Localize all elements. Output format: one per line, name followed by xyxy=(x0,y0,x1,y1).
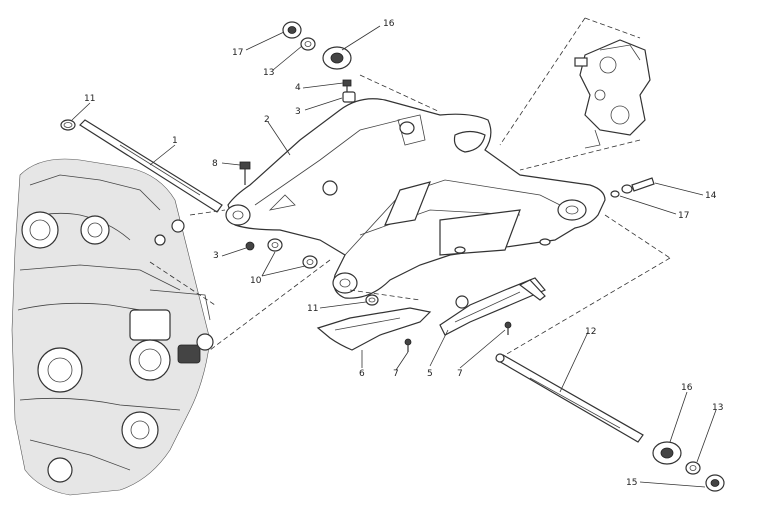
callout-7-left: 7 xyxy=(393,369,399,379)
callout-13-bottom: 13 xyxy=(712,403,723,413)
callout-8: 8 xyxy=(212,159,218,169)
callout-12: 12 xyxy=(585,327,596,337)
callout-4: 4 xyxy=(295,83,301,93)
callout-15: 15 xyxy=(626,478,637,488)
swingarm xyxy=(225,98,606,299)
engine-assembly xyxy=(11,158,214,496)
callout-1: 1 xyxy=(172,136,178,146)
chain-slider xyxy=(439,277,546,336)
callout-11-top: 11 xyxy=(84,94,95,104)
callout-3-bottom: 3 xyxy=(213,251,219,261)
callout-13-top: 13 xyxy=(263,68,274,78)
callout-14: 14 xyxy=(705,191,717,201)
callout-5: 5 xyxy=(427,369,433,379)
callout-11-bottom: 11 xyxy=(307,304,318,314)
chain-guard xyxy=(316,307,432,352)
callout-6: 6 xyxy=(359,369,365,379)
wheel-axle xyxy=(495,353,725,492)
callout-leaders xyxy=(71,25,717,488)
hardware xyxy=(239,21,655,306)
dashed-leaders xyxy=(149,17,671,359)
callout-labels: 1 2 3 3 4 5 6 7 7 8 10 11 11 12 13 13 14… xyxy=(84,19,723,488)
pivot-shaft xyxy=(60,119,223,213)
callout-17-top: 17 xyxy=(232,48,243,58)
callout-3-top: 3 xyxy=(295,107,301,117)
callout-10: 10 xyxy=(250,276,262,286)
callout-17-right: 17 xyxy=(678,211,689,221)
callout-16-bottom: 16 xyxy=(681,383,693,393)
callout-16-top: 16 xyxy=(383,19,395,29)
callout-7-right: 7 xyxy=(457,369,463,379)
caliper-bracket xyxy=(574,39,651,149)
callout-2: 2 xyxy=(264,115,270,125)
